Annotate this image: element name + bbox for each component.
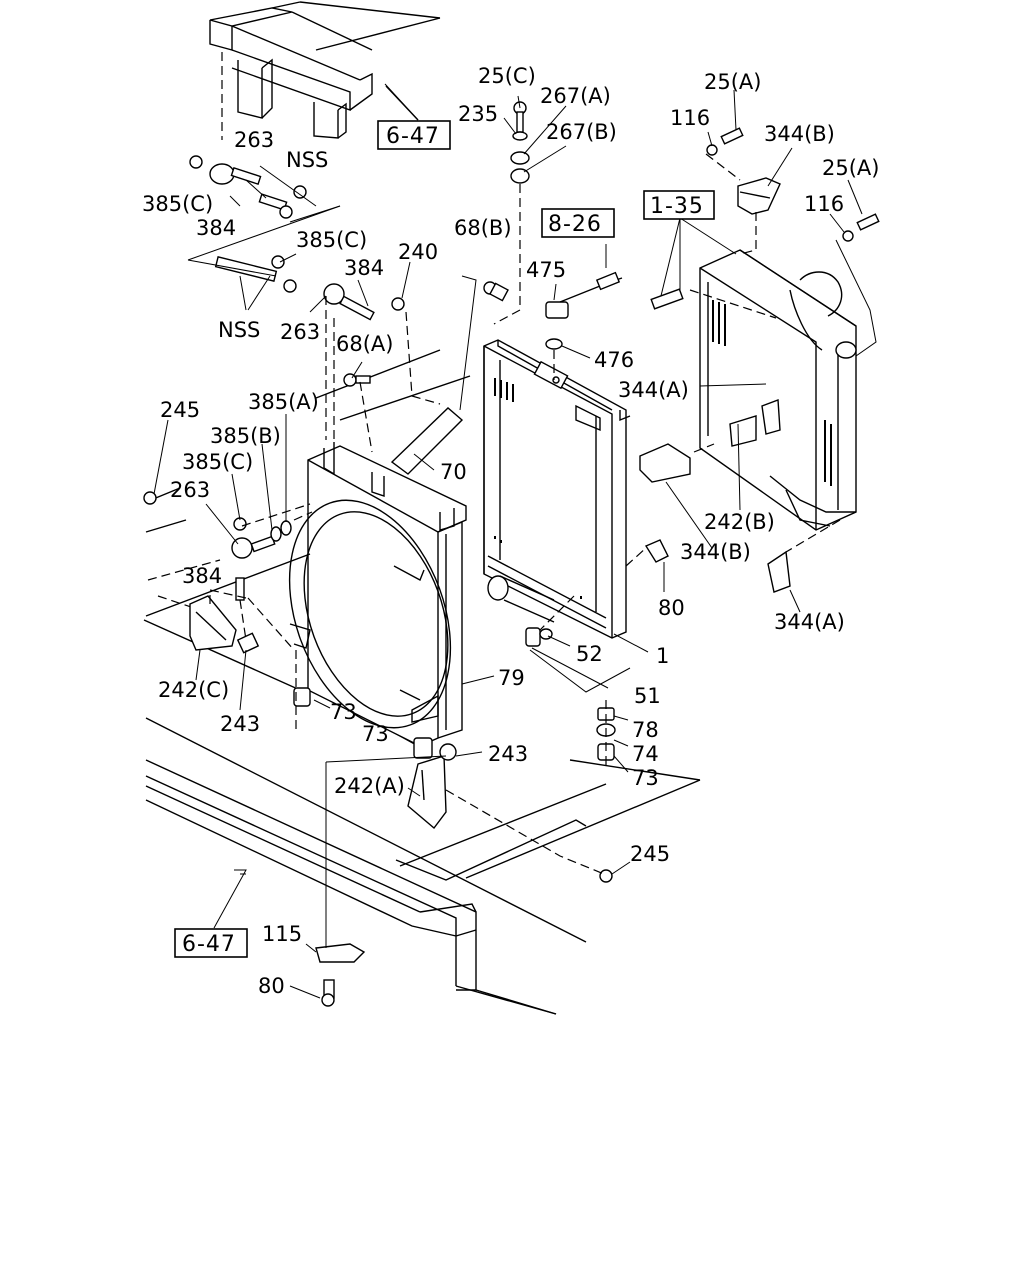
label-nss-top: NSS bbox=[286, 148, 328, 172]
label-116-top: 116 bbox=[670, 106, 710, 130]
ref-box-6-47-bottom: 6-47 bbox=[174, 928, 248, 958]
label-385c-left: 385(C) bbox=[182, 450, 253, 474]
label-80-bottom: 80 bbox=[258, 974, 285, 998]
label-475: 475 bbox=[526, 258, 566, 282]
label-263-mid: 263 bbox=[280, 320, 320, 344]
ref-box-1-35: 1-35 bbox=[643, 190, 715, 220]
label-115: 115 bbox=[262, 922, 302, 946]
label-245-right: 245 bbox=[630, 842, 670, 866]
label-73-mid: 73 bbox=[362, 722, 389, 746]
lower-frame-rail bbox=[143, 349, 701, 1015]
label-476: 476 bbox=[594, 348, 634, 372]
label-68b: 68(B) bbox=[454, 216, 512, 240]
label-344a-mid: 344(A) bbox=[618, 378, 689, 402]
intercooler-fin-marks bbox=[712, 300, 832, 486]
label-73-left: 73 bbox=[330, 700, 357, 724]
brackets bbox=[189, 177, 791, 963]
svg-text:6-47: 6-47 bbox=[182, 932, 236, 957]
label-1: 1 bbox=[656, 644, 669, 668]
label-385a: 385(A) bbox=[248, 390, 319, 414]
label-267b: 267(B) bbox=[546, 120, 617, 144]
label-74: 74 bbox=[632, 742, 659, 766]
label-79: 79 bbox=[498, 666, 525, 690]
label-344a-low: 344(A) bbox=[774, 610, 845, 634]
label-240: 240 bbox=[398, 240, 438, 264]
label-25a-right: 25(A) bbox=[822, 156, 879, 180]
label-384-top: 384 bbox=[196, 216, 236, 240]
label-267a: 267(A) bbox=[540, 84, 611, 108]
label-25a-top: 25(A) bbox=[704, 70, 761, 94]
label-242c: 242(C) bbox=[158, 678, 229, 702]
label-78: 78 bbox=[632, 718, 659, 742]
label-73-right: 73 bbox=[632, 766, 659, 790]
fan-shroud bbox=[288, 442, 467, 747]
label-242b: 242(B) bbox=[704, 510, 775, 534]
label-384-left: 384 bbox=[182, 564, 222, 588]
rubber-mounts bbox=[293, 687, 616, 761]
label-344b-low: 344(B) bbox=[680, 540, 751, 564]
label-385c-top: 385(C) bbox=[142, 192, 213, 216]
label-51: 51 bbox=[634, 684, 661, 708]
label-52: 52 bbox=[576, 642, 603, 666]
svg-text:1-35: 1-35 bbox=[650, 194, 704, 219]
core-fins-marks bbox=[494, 378, 582, 599]
label-344b-top: 344(B) bbox=[764, 122, 835, 146]
fasteners bbox=[143, 101, 880, 1007]
svg-text:8-26: 8-26 bbox=[548, 212, 602, 237]
label-263-top: 263 bbox=[234, 128, 274, 152]
label-70: 70 bbox=[440, 460, 467, 484]
label-242a: 242(A) bbox=[334, 774, 405, 798]
intercooler bbox=[699, 249, 857, 531]
radiator-core bbox=[483, 339, 631, 639]
label-385b: 385(B) bbox=[210, 424, 281, 448]
label-384-mid: 384 bbox=[344, 256, 384, 280]
part-labels: 25(C) 267(A) 235 267(B) 25(A) 116 344(B)… bbox=[142, 64, 879, 998]
label-385c-mid: 385(C) bbox=[296, 228, 367, 252]
label-nss-mid: NSS bbox=[218, 318, 260, 342]
label-263-left: 263 bbox=[170, 478, 210, 502]
label-243-left: 243 bbox=[220, 712, 260, 736]
label-68a: 68(A) bbox=[336, 332, 393, 356]
label-243-mid: 243 bbox=[488, 742, 528, 766]
label-116-right: 116 bbox=[804, 192, 844, 216]
leader-lines bbox=[153, 83, 877, 999]
label-25c: 25(C) bbox=[478, 64, 536, 88]
svg-text:6-47: 6-47 bbox=[386, 124, 440, 149]
ref-box-6-47-top: 6-47 bbox=[377, 120, 451, 150]
label-235: 235 bbox=[458, 102, 498, 126]
label-245-left: 245 bbox=[160, 398, 200, 422]
label-80-right: 80 bbox=[658, 596, 685, 620]
upper-frame-crossmember bbox=[209, 1, 441, 140]
ref-box-8-26: 8-26 bbox=[541, 208, 615, 238]
